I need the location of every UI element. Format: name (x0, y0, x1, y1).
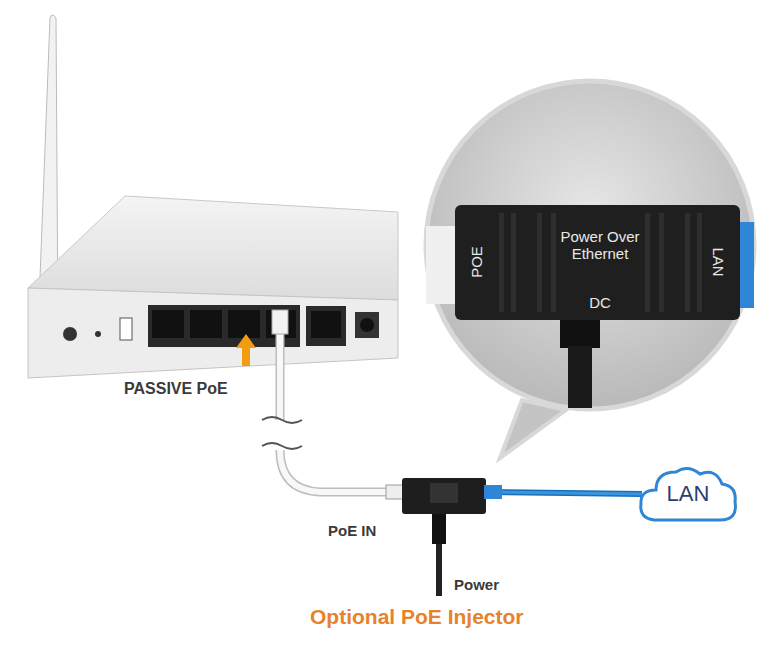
network-cloud: LAN (636, 462, 740, 526)
port-label: LAN (709, 247, 726, 276)
port-label: DC (589, 294, 611, 311)
port-label: POE (468, 246, 485, 278)
small-injector (402, 478, 486, 514)
port-annotation: PoE IN (328, 522, 376, 539)
injector-box: POE Power Over EthernetDC LAN (455, 205, 740, 320)
poe-cable (262, 310, 404, 499)
cloud-label: LAN (667, 481, 710, 506)
router (28, 196, 398, 378)
zoom-callout (426, 81, 754, 458)
lan-cable (484, 485, 642, 499)
device-label: Power Over Ethernet (555, 228, 645, 263)
orange-arrow (236, 334, 256, 366)
port-annotation: Power (454, 576, 499, 593)
figure-title: Optional PoE Injector (310, 605, 524, 629)
port-annotation: PASSIVE PoE (124, 380, 228, 398)
power-cable (432, 514, 446, 596)
